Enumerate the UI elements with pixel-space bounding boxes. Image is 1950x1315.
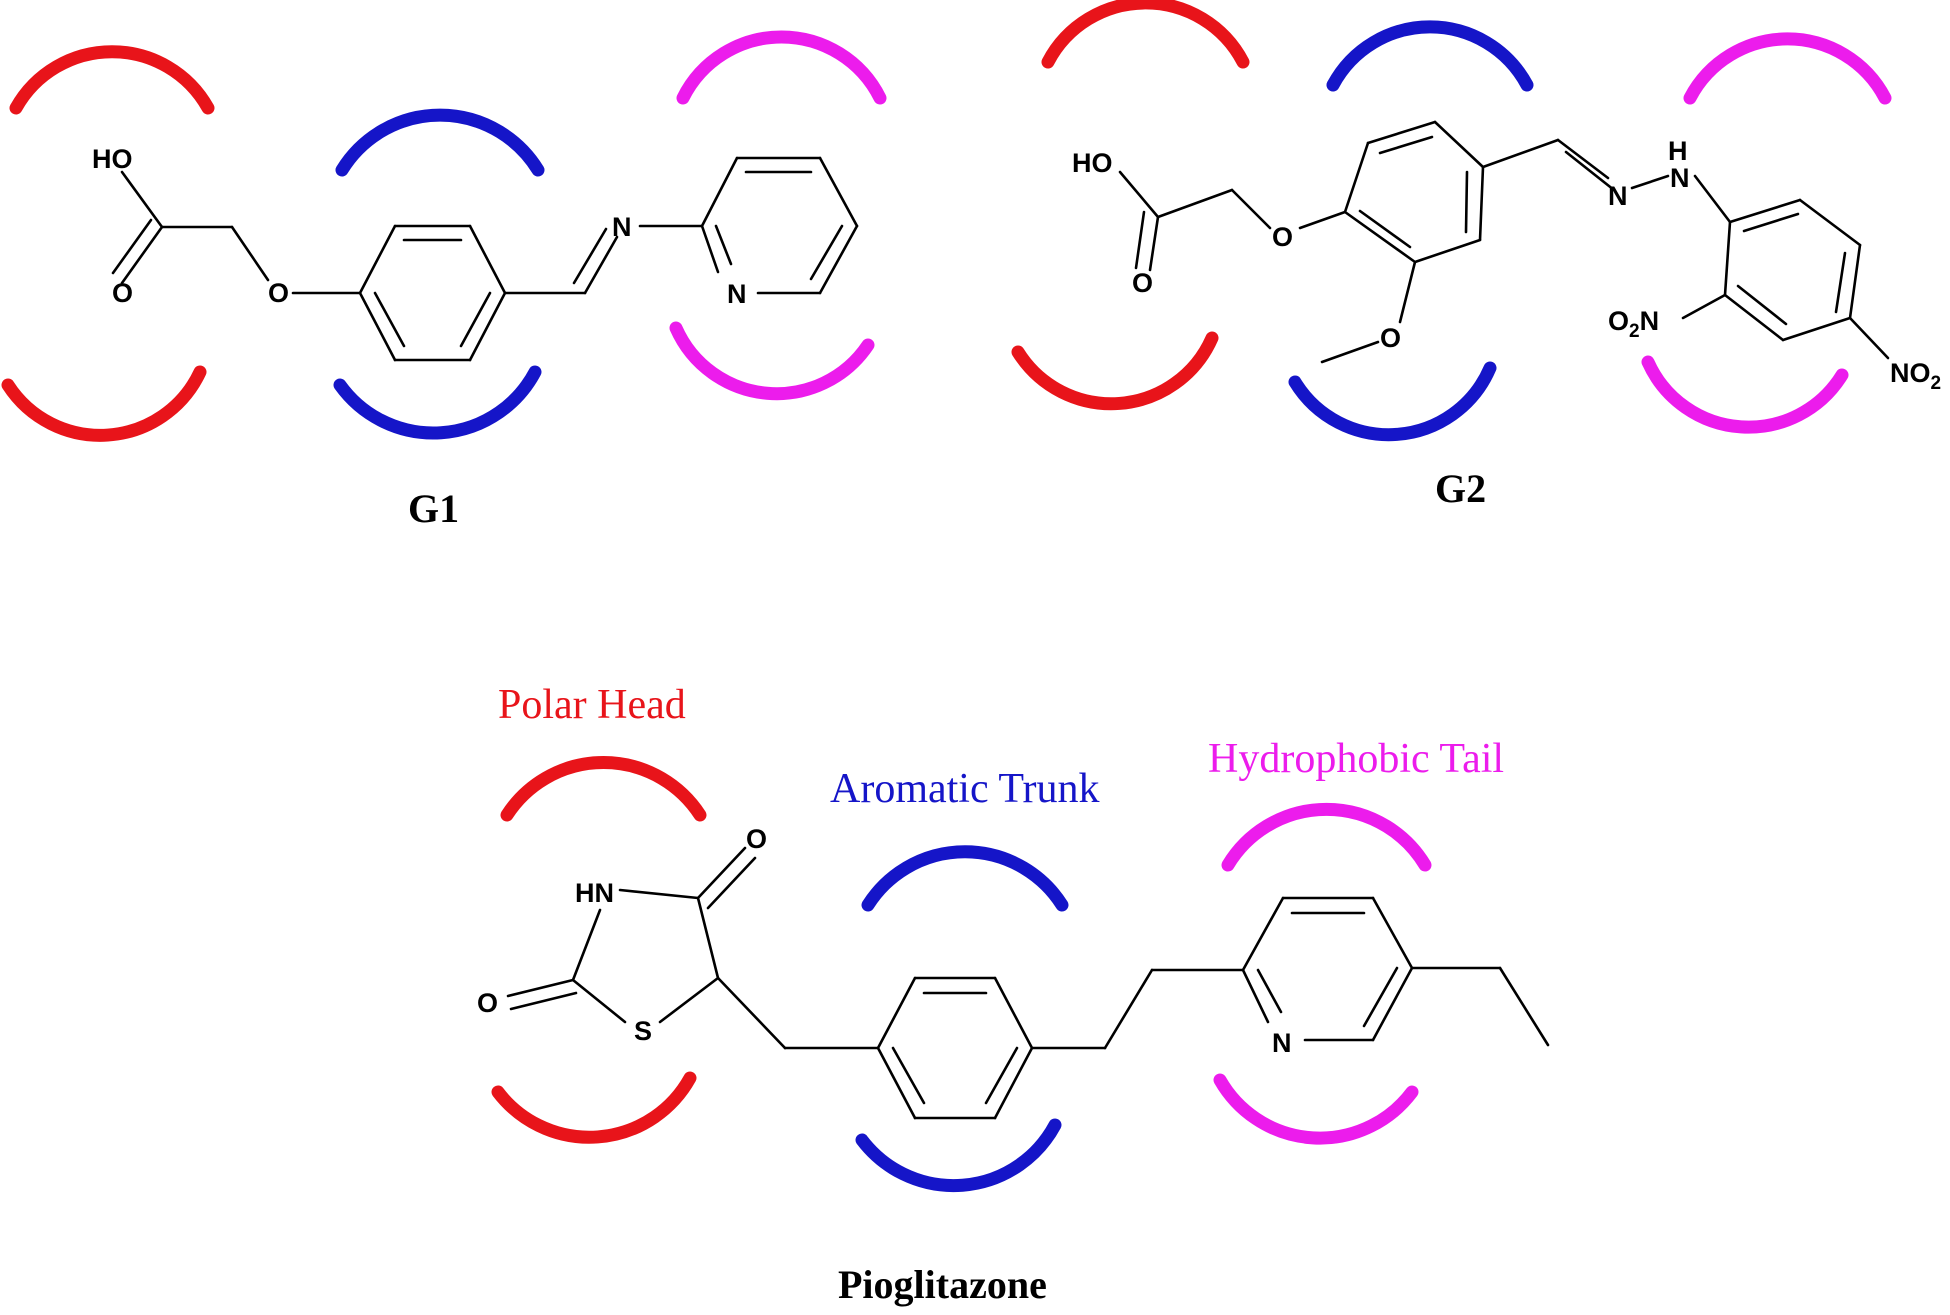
g2-nitro-group-ortho: O2N bbox=[1608, 306, 1659, 342]
g1-carbonyl-oxygen-label: O bbox=[112, 278, 133, 308]
g2-structure: HO O O O N H N O2N NO2 G2 bbox=[1011, 0, 1941, 511]
g2-hydroxyl-label: HO bbox=[1072, 148, 1113, 178]
svg-text:NO2: NO2 bbox=[1890, 358, 1941, 394]
hydrophobic-tail-label: Hydrophobic Tail bbox=[1208, 736, 1504, 782]
g1-pyridine-nitrogen-label: N bbox=[727, 279, 747, 309]
g2-name: G2 bbox=[1435, 466, 1486, 511]
g2-hydrazone-nitrogen-label: N bbox=[1608, 181, 1628, 211]
pio-carbonyl-oxygen-top-label: O bbox=[746, 824, 767, 854]
pioglitazone-structure: Polar Head Aromatic Trunk Hydrophobic Ta… bbox=[477, 682, 1550, 1307]
g2-hydrazine-nitrogen-label: N bbox=[1670, 163, 1690, 193]
pio-sulfur-label: S bbox=[634, 1016, 652, 1046]
g2-methoxy-oxygen-label: O bbox=[1380, 323, 1401, 353]
pioglitazone-name: Pioglitazone bbox=[838, 1262, 1047, 1307]
g2-polar-arc-top bbox=[1041, 0, 1250, 69]
g2-ether-oxygen-label: O bbox=[1272, 222, 1293, 252]
g1-bonds bbox=[111, 156, 859, 362]
g1-trunk-arc-top bbox=[335, 108, 545, 177]
g1-trunk-arc-bottom bbox=[333, 365, 542, 440]
pio-pyridine-nitrogen-label: N bbox=[1272, 1028, 1292, 1058]
g2-tail-arc-top bbox=[1683, 32, 1892, 105]
svg-text:O2N: O2N bbox=[1608, 306, 1659, 342]
pio-polar-arc-bottom bbox=[491, 1071, 697, 1144]
g1-ether-oxygen-label: O bbox=[268, 278, 289, 308]
pio-trunk-arc-bottom bbox=[855, 1118, 1062, 1193]
g2-polar-arc-bottom bbox=[1011, 331, 1219, 411]
g1-name: G1 bbox=[408, 486, 459, 531]
aromatic-trunk-label: Aromatic Trunk bbox=[830, 766, 1100, 812]
pio-trunk-arc-top bbox=[861, 845, 1069, 912]
g1-hydroxyl-label: HO bbox=[92, 144, 133, 174]
pio-polar-arc-top bbox=[500, 756, 707, 822]
g2-trunk-arc-bottom bbox=[1288, 361, 1497, 442]
pio-nh-label: HN bbox=[575, 878, 614, 908]
pio-carbonyl-oxygen-left-label: O bbox=[477, 988, 498, 1018]
pio-tail-arc-top bbox=[1221, 802, 1432, 872]
g1-polar-arc-top bbox=[9, 45, 215, 115]
g1-tail-arc-bottom bbox=[669, 321, 875, 401]
pio-tail-arc-bottom bbox=[1213, 1073, 1419, 1145]
g2-nitro-group-para: NO2 bbox=[1890, 358, 1941, 394]
g2-trunk-arc-top bbox=[1326, 20, 1534, 92]
g1-imine-nitrogen-label: N bbox=[612, 212, 632, 242]
polar-head-label: Polar Head bbox=[498, 682, 686, 728]
g2-hydrazine-hydrogen-label: H bbox=[1668, 136, 1688, 166]
g2-carbonyl-oxygen-label: O bbox=[1132, 268, 1153, 298]
pio-bonds bbox=[506, 846, 1550, 1120]
g1-tail-arc-top bbox=[676, 30, 887, 105]
g2-bonds bbox=[1118, 120, 1890, 364]
g2-tail-arc-bottom bbox=[1641, 355, 1849, 434]
g1-polar-arc-bottom bbox=[1, 365, 207, 442]
g1-structure: HO O O N N G1 bbox=[1, 30, 887, 531]
